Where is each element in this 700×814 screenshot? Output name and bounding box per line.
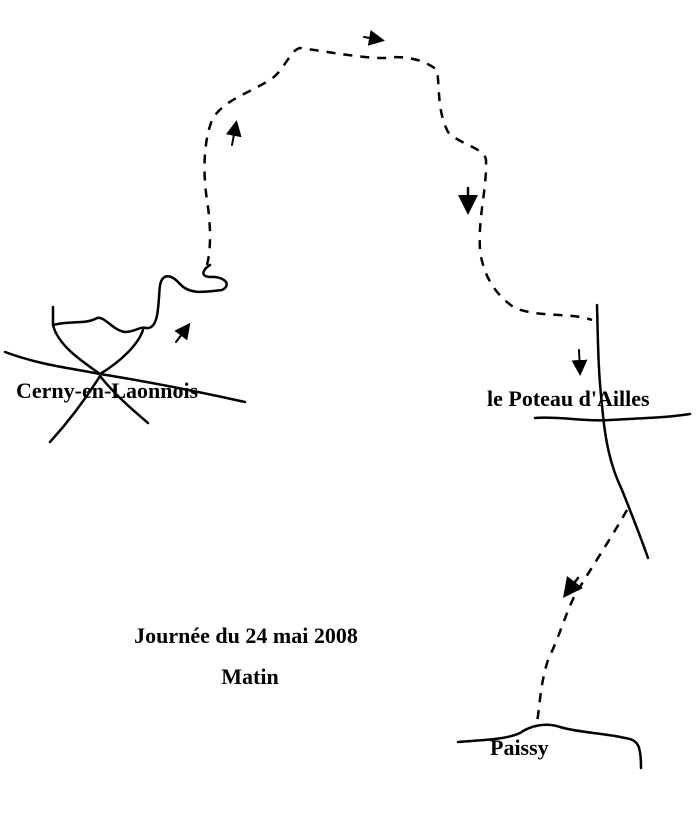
route-path-north	[203, 46, 593, 322]
place-label-cerny: Cerny-en-Laonnois	[16, 378, 199, 403]
caption-subtitle: Matin	[221, 664, 278, 689]
poteau-roads	[533, 303, 692, 560]
paissy-road	[456, 723, 643, 770]
arrow-icon	[563, 576, 583, 598]
place-label-paissy: Paissy	[490, 735, 549, 760]
route-path-south	[535, 509, 629, 723]
arrow-icon	[363, 30, 385, 46]
arrow-icon	[225, 120, 242, 146]
caption-title: Journée du 24 mai 2008	[134, 623, 358, 648]
place-label-poteau: le Poteau d'Ailles	[487, 386, 650, 411]
cerny-roads	[3, 263, 247, 444]
arrow-icon	[571, 349, 588, 376]
arrow-icon	[174, 322, 191, 343]
direction-arrows	[174, 30, 588, 598]
